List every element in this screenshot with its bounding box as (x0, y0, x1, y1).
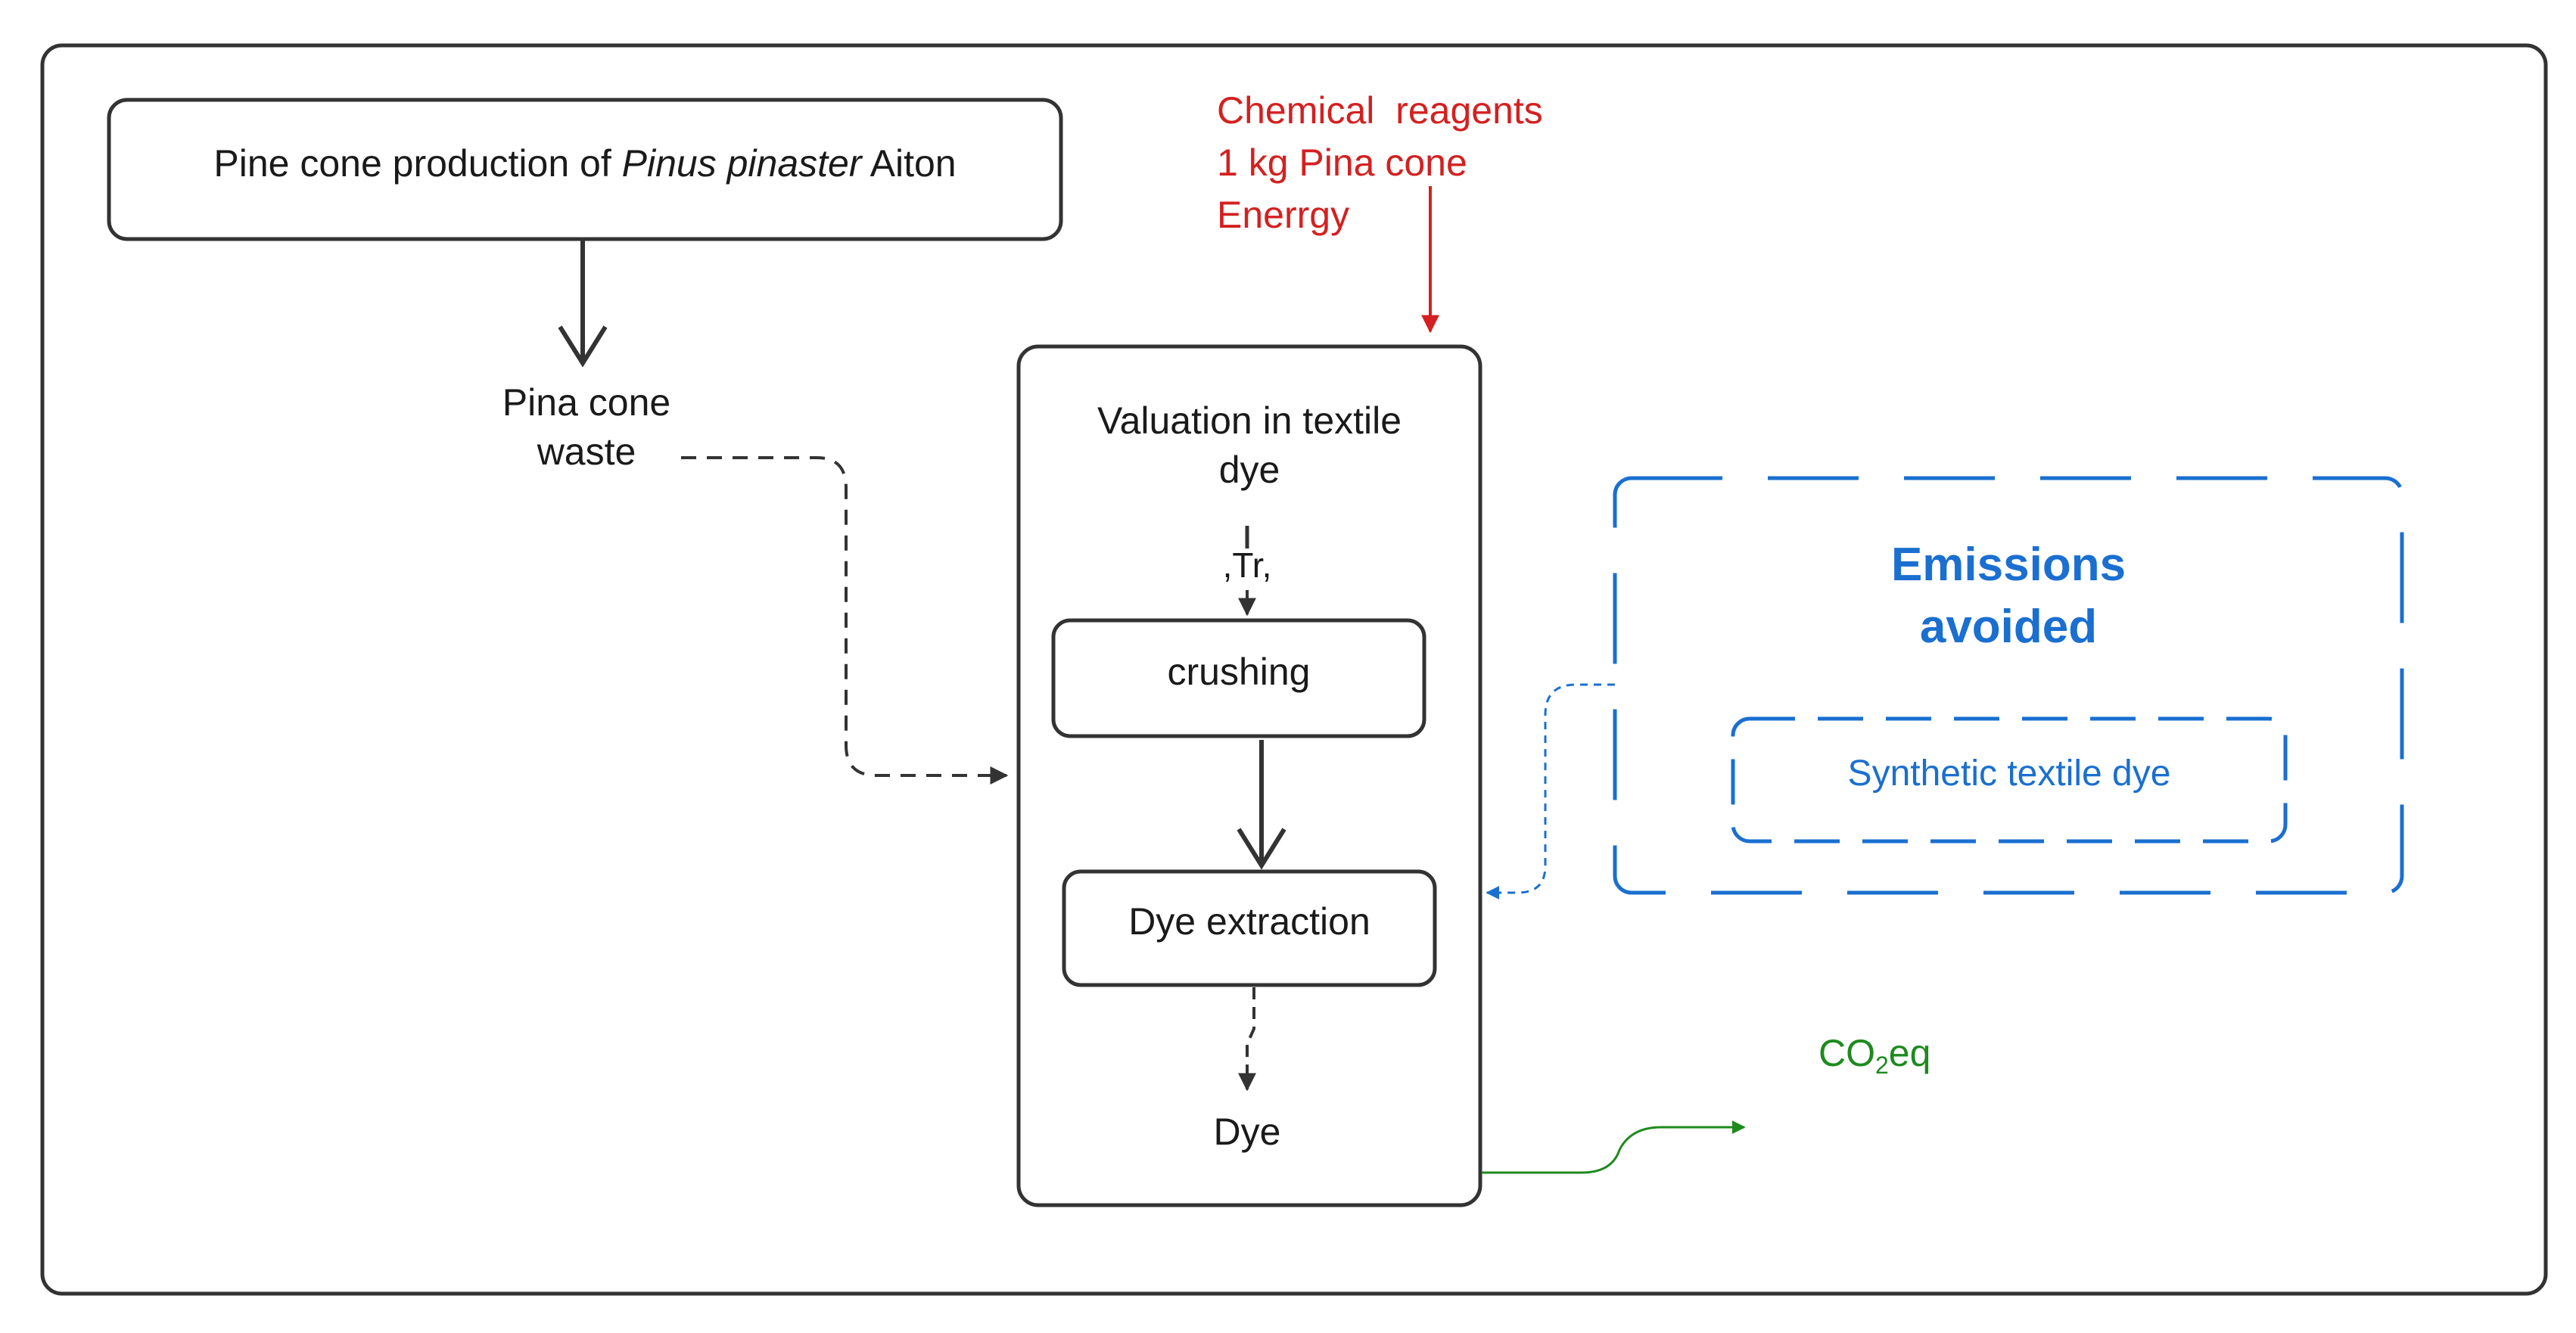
crushing-to-extraction-arrow (1237, 740, 1286, 870)
dye-output-label: Dye (1213, 1111, 1281, 1153)
pine-cone-production-box (107, 98, 1063, 241)
production-prefix: Pine cone production of (213, 142, 622, 185)
crushing-label: crushing (1167, 651, 1311, 693)
process-title-line-1: Valuation in textile (1097, 399, 1402, 442)
avoided-to-process-arrow (1486, 683, 1615, 900)
input-energy: Enerrgy (1217, 194, 1350, 236)
emissions-avoided-box (1613, 476, 2404, 895)
dye-extraction-step-box (1062, 869, 1437, 987)
pina-cone-waste-label: Pina cone waste (454, 378, 719, 477)
process-inputs-label: Chemical reagents 1 kg Pina cone Enerrgy (1217, 85, 1543, 241)
emissions-avoided-line-2: avoided (1919, 600, 2098, 653)
co2-suffix: eq (1888, 1032, 1931, 1074)
crushing-step-box (1051, 618, 1426, 738)
waste-line-1: Pina cone (502, 381, 671, 424)
pine-cone-production-label: Pine cone production of Pinus pinaster A… (109, 139, 1061, 188)
waste-to-process-dashed-arrow (681, 456, 1009, 785)
co2eq-label: CO2eq (1818, 1029, 1931, 1079)
input-pina-cone: 1 kg Pina cone (1217, 141, 1467, 184)
dye-extraction-label: Dye extraction (1128, 900, 1370, 943)
waste-line-2: waste (537, 430, 636, 473)
synthetic-dye-box (1731, 716, 2288, 844)
production-suffix: Aiton (861, 142, 957, 185)
process-title-line-2: dye (1218, 449, 1280, 491)
species-name: Pinus pinaster (621, 142, 862, 185)
emissions-avoided-line-1: Emissions (1890, 539, 2126, 591)
textile-dye-valuation-box (1016, 344, 1482, 1207)
process-title: Valuation in textile dye (1019, 396, 1480, 495)
co2-emission-arrow (1482, 1120, 1746, 1174)
emissions-avoided-title: Emissions avoided (1615, 534, 2402, 658)
co2-base: CO (1818, 1032, 1875, 1074)
extraction-to-dye-arrow (1238, 987, 1256, 1092)
synthetic-dye-label: Synthetic textile dye (1847, 754, 2171, 794)
input-chemical-reagents: Chemical reagents (1217, 89, 1543, 132)
system-boundary-frame (40, 43, 2548, 1296)
production-to-waste-arrow (558, 241, 608, 368)
transport-label: ,Tr, (1222, 545, 1272, 585)
co2-subscript: 2 (1875, 1052, 1889, 1079)
